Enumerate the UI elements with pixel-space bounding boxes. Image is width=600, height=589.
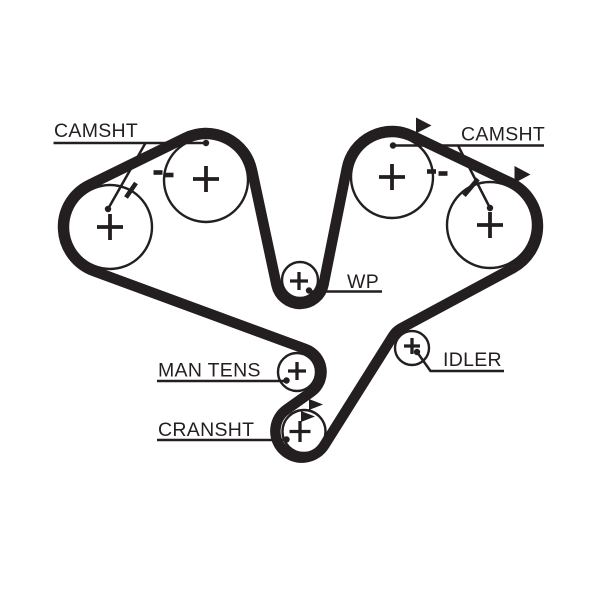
camsht-left-anchor-dot-outer [104,205,112,213]
camsht-right-anchor-dot-outer [486,204,494,212]
idler-anchor-dot [413,348,421,356]
cransht-label: CRANSHT [158,419,254,441]
labels: CAMSHT CAMSHT WP MAN TENS CRANSHT IDLER [54,120,545,441]
water-pump-center-cross [290,272,308,290]
rotation-arrow-top-icon [416,117,432,134]
leader-lines [53,139,544,443]
idler-center-cross [404,338,420,354]
camsht-left-label: CAMSHT [54,120,138,142]
idler-leader-line [415,351,504,373]
manual-tensioner-center-cross [288,362,306,380]
camsht-right-anchor-dot-inner [389,142,397,149]
pulley-center-crosses [97,164,503,442]
camshaft-outer-right-center-cross [477,212,503,238]
cransht-anchor-dot [283,436,290,443]
crank-timing-arrow-lower-icon [301,411,315,422]
camsht-left-anchor-dot-inner [202,139,210,147]
wp-anchor-dot [305,287,313,294]
camsht-right-leader-line [456,144,492,209]
crankshaft-center-cross [289,421,311,442]
man-tens-label: MAN TENS [158,360,261,382]
rotation-arrow-right-icon [514,166,531,183]
crank-timing-arrow-upper-icon [309,399,323,410]
camshaft-inner-right-center-cross [379,164,405,190]
wp-label: WP [347,271,379,293]
idler-label: IDLER [443,349,502,371]
camshaft-outer-left-center-cross [97,214,123,240]
camsht-left-leader-line [106,142,147,210]
camsht-right-label: CAMSHT [461,124,545,146]
timing-mark-dash-left-diagonal [124,181,138,199]
camshaft-inner-left-center-cross [193,166,219,192]
man-tens-anchor-dot [283,377,290,384]
arrows [301,117,531,422]
timing-belt [57,125,544,463]
